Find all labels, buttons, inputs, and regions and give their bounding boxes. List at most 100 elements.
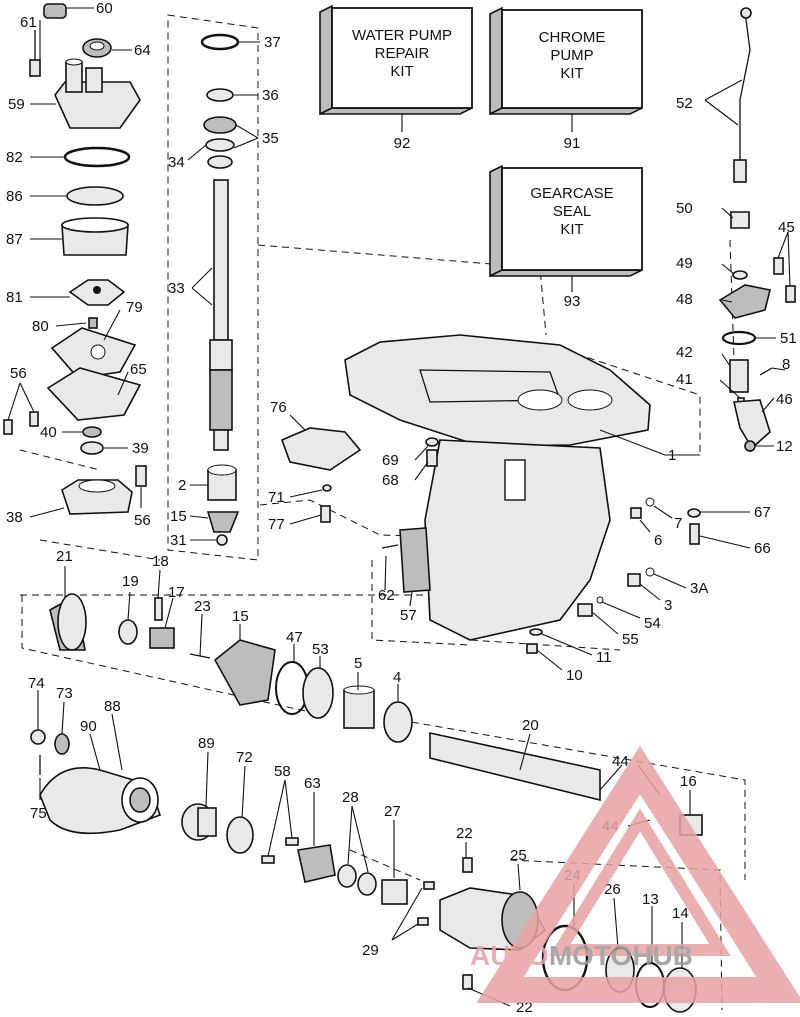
callout-17[interactable]: 17 — [168, 584, 185, 601]
callout-80[interactable]: 80 — [32, 318, 49, 335]
callout-19[interactable]: 19 — [122, 573, 139, 590]
callout-3a[interactable]: 3A — [690, 580, 708, 597]
callout-56a[interactable]: 56 — [10, 365, 27, 382]
callout-52[interactable]: 52 — [676, 95, 693, 112]
callout-65[interactable]: 65 — [130, 361, 147, 378]
callout-21[interactable]: 21 — [56, 548, 73, 565]
callout-36[interactable]: 36 — [262, 87, 279, 104]
callout-14[interactable]: 14 — [672, 905, 689, 922]
kit-line-2: REPAIR — [375, 45, 430, 62]
callout-7[interactable]: 7 — [674, 515, 682, 532]
kit-water-pump[interactable]: WATER PUMP REPAIR KIT 92 — [319, 4, 473, 152]
callout-61[interactable]: 61 — [20, 14, 37, 31]
callout-74[interactable]: 74 — [28, 675, 45, 692]
callout-87[interactable]: 87 — [6, 231, 23, 248]
callout-28[interactable]: 28 — [342, 789, 359, 806]
callout-40[interactable]: 40 — [40, 424, 57, 441]
callout-54[interactable]: 54 — [644, 615, 661, 632]
callout-88[interactable]: 88 — [104, 698, 121, 715]
callout-63[interactable]: 63 — [304, 775, 321, 792]
callout-72[interactable]: 72 — [236, 749, 253, 766]
callout-76[interactable]: 76 — [270, 399, 287, 416]
kit-gearcase-seal[interactable]: GEARCASE SEAL KIT 93 — [489, 164, 643, 310]
callout-93[interactable]: 93 — [564, 293, 581, 310]
callout-77[interactable]: 77 — [268, 516, 285, 533]
callout-12[interactable]: 12 — [776, 438, 793, 455]
callout-67[interactable]: 67 — [754, 504, 771, 521]
callout-71[interactable]: 71 — [268, 489, 285, 506]
washer-73 — [54, 733, 70, 755]
callout-37[interactable]: 37 — [264, 34, 281, 51]
callout-41[interactable]: 41 — [676, 371, 693, 388]
callout-57[interactable]: 57 — [400, 607, 417, 624]
callout-64[interactable]: 64 — [134, 42, 151, 59]
callout-90[interactable]: 90 — [80, 718, 97, 735]
callout-35[interactable]: 35 — [262, 130, 279, 147]
callout-55[interactable]: 55 — [622, 631, 639, 648]
callout-6[interactable]: 6 — [654, 532, 662, 549]
callout-66[interactable]: 66 — [754, 540, 771, 557]
callout-22b[interactable]: 22 — [516, 999, 533, 1016]
callout-42[interactable]: 42 — [676, 344, 693, 361]
callout-13[interactable]: 13 — [642, 891, 659, 908]
screw-68 — [426, 449, 438, 467]
callout-44a[interactable]: 44 — [612, 753, 629, 770]
shift-rod-parts — [718, 7, 796, 452]
callout-25[interactable]: 25 — [510, 847, 527, 864]
callout-73[interactable]: 73 — [56, 685, 73, 702]
callout-16[interactable]: 16 — [680, 773, 697, 790]
callout-22a[interactable]: 22 — [456, 825, 473, 842]
callout-4[interactable]: 4 — [393, 669, 401, 686]
callout-62[interactable]: 62 — [378, 587, 395, 604]
callout-3[interactable]: 3 — [664, 597, 672, 614]
callout-15b[interactable]: 15 — [232, 608, 249, 625]
callout-15a[interactable]: 15 — [170, 508, 187, 525]
callout-81[interactable]: 81 — [6, 289, 23, 306]
callout-79[interactable]: 79 — [126, 299, 143, 316]
callout-34[interactable]: 34 — [168, 154, 185, 171]
callout-58[interactable]: 58 — [274, 763, 291, 780]
callout-47[interactable]: 47 — [286, 629, 303, 646]
callout-26[interactable]: 26 — [604, 881, 621, 898]
callout-29[interactable]: 29 — [362, 942, 379, 959]
callout-51[interactable]: 51 — [780, 330, 797, 347]
kit-line-3: KIT — [560, 65, 583, 82]
bushing-42 — [729, 359, 749, 393]
callout-49[interactable]: 49 — [676, 255, 693, 272]
callout-69[interactable]: 69 — [382, 452, 399, 469]
callout-39[interactable]: 39 — [132, 440, 149, 457]
callout-8[interactable]: 8 — [782, 356, 790, 373]
callout-82[interactable]: 82 — [6, 149, 23, 166]
callout-33[interactable]: 33 — [168, 280, 185, 297]
screw-77 — [320, 505, 331, 523]
callout-45[interactable]: 45 — [778, 219, 795, 236]
callout-20[interactable]: 20 — [522, 717, 539, 734]
callout-27[interactable]: 27 — [384, 803, 401, 820]
pinion-15 — [206, 511, 240, 533]
callout-48[interactable]: 48 — [676, 291, 693, 308]
callout-1[interactable]: 1 — [668, 447, 676, 464]
callout-68[interactable]: 68 — [382, 472, 399, 489]
kit-chrome-pump[interactable]: CHROME PUMP KIT 91 — [489, 6, 643, 152]
plate-57 — [399, 527, 431, 593]
callout-2[interactable]: 2 — [178, 477, 186, 494]
callout-11[interactable]: 11 — [596, 649, 612, 666]
callout-38[interactable]: 38 — [6, 509, 23, 526]
callout-labels: 60 61 64 59 82 86 87 81 79 80 65 56 40 3… — [6, 0, 797, 1016]
callout-56b[interactable]: 56 — [134, 512, 151, 529]
callout-46[interactable]: 46 — [776, 391, 793, 408]
callout-89[interactable]: 89 — [198, 735, 215, 752]
callout-86[interactable]: 86 — [6, 188, 23, 205]
callout-91[interactable]: 91 — [564, 135, 581, 152]
callout-50[interactable]: 50 — [676, 200, 693, 217]
callout-5[interactable]: 5 — [354, 655, 362, 672]
callout-18[interactable]: 18 — [152, 553, 169, 570]
callout-92[interactable]: 92 — [394, 135, 411, 152]
callout-60[interactable]: 60 — [96, 0, 113, 17]
callout-23[interactable]: 23 — [194, 598, 211, 615]
callout-59[interactable]: 59 — [8, 96, 25, 113]
callout-10[interactable]: 10 — [566, 667, 583, 684]
callout-31[interactable]: 31 — [170, 532, 187, 549]
callout-53[interactable]: 53 — [312, 641, 329, 658]
callout-75[interactable]: 75 — [30, 805, 47, 822]
